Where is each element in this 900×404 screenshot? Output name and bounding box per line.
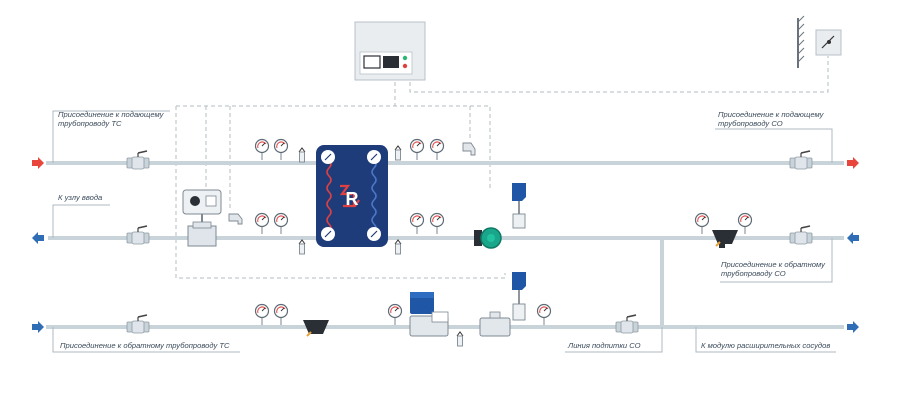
ball-valve-icon[interactable]	[126, 150, 150, 170]
ball-valve-icon[interactable]	[789, 225, 813, 245]
pressure-gauge-icon	[737, 212, 753, 235]
outdoor-sensor-icon	[797, 15, 842, 68]
ball-valve-icon[interactable]	[615, 314, 639, 334]
thermometer-icon	[298, 147, 306, 163]
pressure-gauge-icon	[254, 303, 270, 326]
thermometer-icon	[462, 142, 476, 156]
pressure-gauge-icon	[273, 212, 289, 235]
pressure-gauge-icon	[387, 303, 403, 326]
pressure-gauge-icon	[254, 212, 270, 235]
svg-text:R: R	[346, 189, 359, 209]
label-return-co: Присоединение к обратному трубопроводу С…	[721, 260, 826, 278]
label-return-ts: Присоединение к обратному трубопроводу Т…	[60, 341, 230, 350]
circulation-pump-icon[interactable]	[474, 227, 502, 249]
thermometer-icon	[228, 213, 243, 225]
svg-text:трубопроводу СО: трубопроводу СО	[721, 269, 786, 278]
control-valve-icon[interactable]	[512, 183, 526, 229]
strainer-icon	[303, 320, 329, 337]
controller-icon[interactable]	[354, 21, 426, 81]
label-input-node: К узлу ввода	[58, 193, 102, 202]
pressure-gauge-icon	[694, 212, 710, 235]
label-expansion-module: К модулю расширительных сосудов	[701, 341, 830, 350]
svg-text:Присоединение к подающему: Присоединение к подающему	[718, 110, 825, 119]
pressure-gauge-icon	[273, 303, 289, 326]
label-supply-co: Присоединение к подающему трубопроводу С…	[718, 110, 825, 128]
label-supply-ts: Присоединение к подающему трубопроводу Т…	[58, 110, 165, 128]
pressure-gauge-icon	[273, 138, 289, 161]
control-valve-icon[interactable]	[512, 272, 526, 321]
pressure-gauge-icon	[429, 138, 445, 161]
arrow-out-icon	[847, 157, 859, 169]
pressure-gauge-icon	[254, 138, 270, 161]
control-wiring	[175, 56, 829, 279]
ball-valve-icon[interactable]	[126, 314, 150, 334]
check-valve-icon	[479, 311, 511, 337]
pressure-gauge-icon	[409, 212, 425, 235]
arrow-in-icon	[847, 232, 859, 244]
svg-text:трубопроводу ТС: трубопроводу ТС	[58, 119, 122, 128]
thermometer-icon	[456, 331, 464, 347]
thermometer-icon	[394, 239, 402, 255]
control-valve-icon[interactable]	[182, 189, 222, 247]
label-makeup-line: Линия подпитки СО	[567, 341, 641, 350]
thermometer-icon	[298, 239, 306, 255]
svg-text:Присоединение к обратному: Присоединение к обратному	[721, 260, 826, 269]
heat-exchanger-icon: R	[316, 145, 388, 247]
svg-text:трубопроводу СО: трубопроводу СО	[718, 119, 783, 128]
pressure-gauge-icon	[536, 303, 552, 326]
pressure-gauge-icon	[409, 138, 425, 161]
ball-valve-icon[interactable]	[126, 225, 150, 245]
arrow-out-icon	[32, 232, 44, 244]
pressure-gauge-icon	[429, 212, 445, 235]
water-meter-icon[interactable]	[409, 292, 449, 337]
ball-valve-icon[interactable]	[789, 150, 813, 170]
arrow-in-icon	[32, 321, 44, 333]
thermometer-icon	[394, 145, 402, 161]
arrow-out-icon	[847, 321, 859, 333]
svg-text:Присоединение к подающему: Присоединение к подающему	[58, 110, 165, 119]
arrow-in-icon	[32, 157, 44, 169]
strainer-icon	[712, 230, 738, 248]
